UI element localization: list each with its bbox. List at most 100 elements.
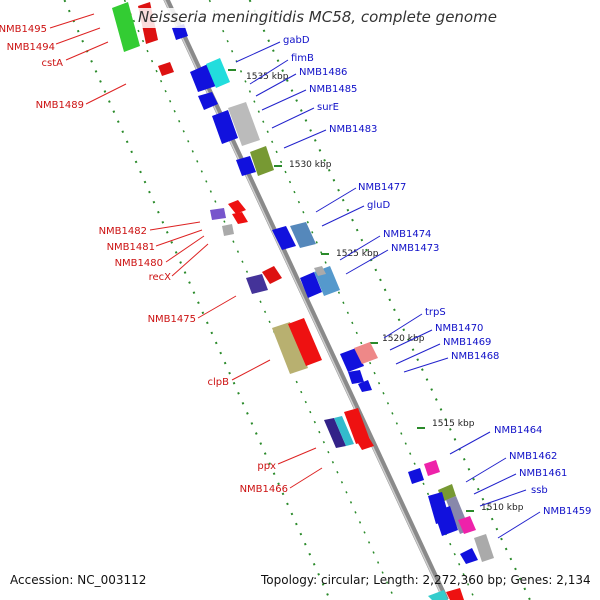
label-nmb1474[interactable]: NMB1474 — [383, 229, 431, 240]
gene-nmb1459-feature — [434, 506, 458, 536]
gene-nmb1485-feature — [198, 92, 218, 110]
gene-clpB-feature-shade — [272, 322, 308, 374]
gene-nmb1494-feature — [112, 2, 140, 52]
scale-label-1525: 1525 kbp — [336, 249, 379, 259]
gene-surE-feature — [228, 102, 260, 146]
leader-ppx — [277, 447, 317, 465]
label-ssb[interactable]: ssb — [531, 485, 548, 496]
leader-nmb1477 — [315, 187, 357, 213]
leader-nmb1461 — [473, 473, 517, 495]
label-trpS[interactable]: trpS — [425, 307, 446, 318]
label-nmb1462[interactable]: NMB1462 — [509, 451, 557, 462]
gene-nmb1474-feature — [300, 272, 322, 298]
gene-ssb-feature-b — [458, 516, 476, 534]
gene-nmb1466-feature-b — [356, 436, 374, 450]
backbone-highlight — [163, 0, 445, 600]
gene-ppx-feature — [324, 418, 346, 448]
leader-nmb1485 — [261, 89, 307, 111]
gene-nmb1470-feature — [354, 342, 378, 364]
gene-ppx-feature-b — [334, 416, 354, 446]
leader-nmb1470 — [389, 329, 433, 351]
gene-nmb1489-feature — [158, 62, 174, 76]
forward-leader-lines — [235, 41, 541, 539]
label-nmb1480[interactable]: NMB1480 — [115, 258, 163, 269]
label-cstA[interactable]: cstA — [42, 58, 64, 69]
forward-gene-labels: gabD fimB NMB1486 NMB1485 surE NMB1483 N… — [283, 35, 591, 517]
scale-label-1520: 1520 kbp — [382, 334, 425, 344]
label-clpB[interactable]: clpB — [208, 377, 230, 388]
leader-ssb — [479, 489, 527, 507]
genome-backbone — [163, 0, 449, 600]
gene-gabD-feature — [172, 24, 188, 40]
label-nmb1469[interactable]: NMB1469 — [443, 337, 491, 348]
gene-nmb1483-feature-c — [236, 156, 256, 176]
label-nmb1486[interactable]: NMB1486 — [299, 67, 347, 78]
gene-nmb1459-feature-b — [474, 534, 494, 562]
gene-recX-feature — [262, 266, 282, 284]
leader-surE — [271, 107, 315, 129]
label-nmb1495[interactable]: NMB1495 — [0, 24, 47, 35]
gene-nmb1483-feature — [212, 110, 238, 144]
label-ppx[interactable]: ppx — [257, 461, 276, 472]
leader-nmb1466 — [289, 467, 323, 489]
label-gabD[interactable]: gabD — [283, 35, 310, 46]
leader-fimB — [249, 59, 289, 85]
gene-nmb1475-feature — [246, 274, 268, 294]
leader-recX — [171, 243, 209, 277]
accession-text: Accession: NC_003112 — [10, 573, 147, 587]
gene-nmb1482-feature — [210, 208, 226, 220]
guide-lines — [63, 0, 531, 600]
label-recX[interactable]: recX — [149, 272, 172, 283]
leader-nmb1480 — [165, 235, 205, 263]
leader-nmb1459 — [497, 511, 541, 539]
label-fimB[interactable]: fimB — [291, 53, 314, 64]
gene-gluD-feature — [290, 222, 316, 248]
scale-label-1530: 1530 kbp — [289, 160, 332, 170]
gene-nmb1464-feature-b — [424, 460, 440, 476]
label-nmb1470[interactable]: NMB1470 — [435, 323, 483, 334]
label-nmb1473[interactable]: NMB1473 — [391, 243, 439, 254]
inner-forward-guide — [208, 0, 476, 600]
leader-nmb1481 — [155, 229, 203, 247]
label-nmb1483[interactable]: NMB1483 — [329, 124, 377, 135]
label-nmb1485[interactable]: NMB1485 — [309, 84, 357, 95]
label-nmb1489[interactable]: NMB1489 — [36, 100, 84, 111]
reverse-gene-labels: NMB1495 NMB1494 cstA NMB1489 NMB1482 NMB… — [0, 24, 288, 495]
label-nmb1461[interactable]: NMB1461 — [519, 468, 567, 479]
leader-nmb1464 — [449, 431, 491, 455]
gene-nmb1466-feature — [344, 408, 370, 444]
scale-label-1515: 1515 kbp — [432, 419, 475, 429]
outer-reverse-guide — [63, 0, 331, 600]
gene-nmb1464-feature — [408, 468, 424, 484]
label-nmb1481[interactable]: NMB1481 — [107, 242, 155, 253]
label-nmb1466[interactable]: NMB1466 — [240, 484, 288, 495]
leader-nmb1486 — [255, 73, 297, 97]
label-nmb1477[interactable]: NMB1477 — [358, 182, 406, 193]
gene-nmb1473-feature-b — [314, 266, 326, 276]
leader-nmb1475 — [197, 295, 237, 319]
leader-nmb1494 — [55, 27, 101, 45]
label-nmb1475[interactable]: NMB1475 — [148, 314, 196, 325]
label-nmb1482[interactable]: NMB1482 — [99, 226, 147, 237]
leader-clpB — [231, 359, 271, 381]
gene-nmb1483-feature-b — [250, 146, 274, 176]
leader-nmb1474 — [339, 235, 381, 261]
label-nmb1468[interactable]: NMB1468 — [451, 351, 499, 362]
label-surE[interactable]: surE — [317, 102, 339, 113]
leader-gluD — [321, 205, 365, 227]
leader-trpS — [383, 313, 423, 339]
scale-ticks — [228, 69, 474, 512]
label-nmb1464[interactable]: NMB1464 — [494, 425, 542, 436]
leader-cstA — [65, 41, 109, 61]
leader-nmb1469 — [395, 343, 441, 365]
gene-nmb1468-feature — [358, 380, 372, 392]
label-nmb1494[interactable]: NMB1494 — [7, 42, 55, 53]
gene-nmb1480-feature — [222, 224, 234, 236]
label-gluD[interactable]: gluD — [367, 200, 390, 211]
scale-label-1510: 1510 kbp — [481, 503, 524, 513]
gene-nmb1477-feature — [272, 226, 296, 250]
gene-clpB-feature — [288, 318, 322, 366]
label-nmb1459[interactable]: NMB1459 — [543, 506, 591, 517]
genome-title: Neisseria meningitidis MC58, complete ge… — [138, 8, 497, 28]
